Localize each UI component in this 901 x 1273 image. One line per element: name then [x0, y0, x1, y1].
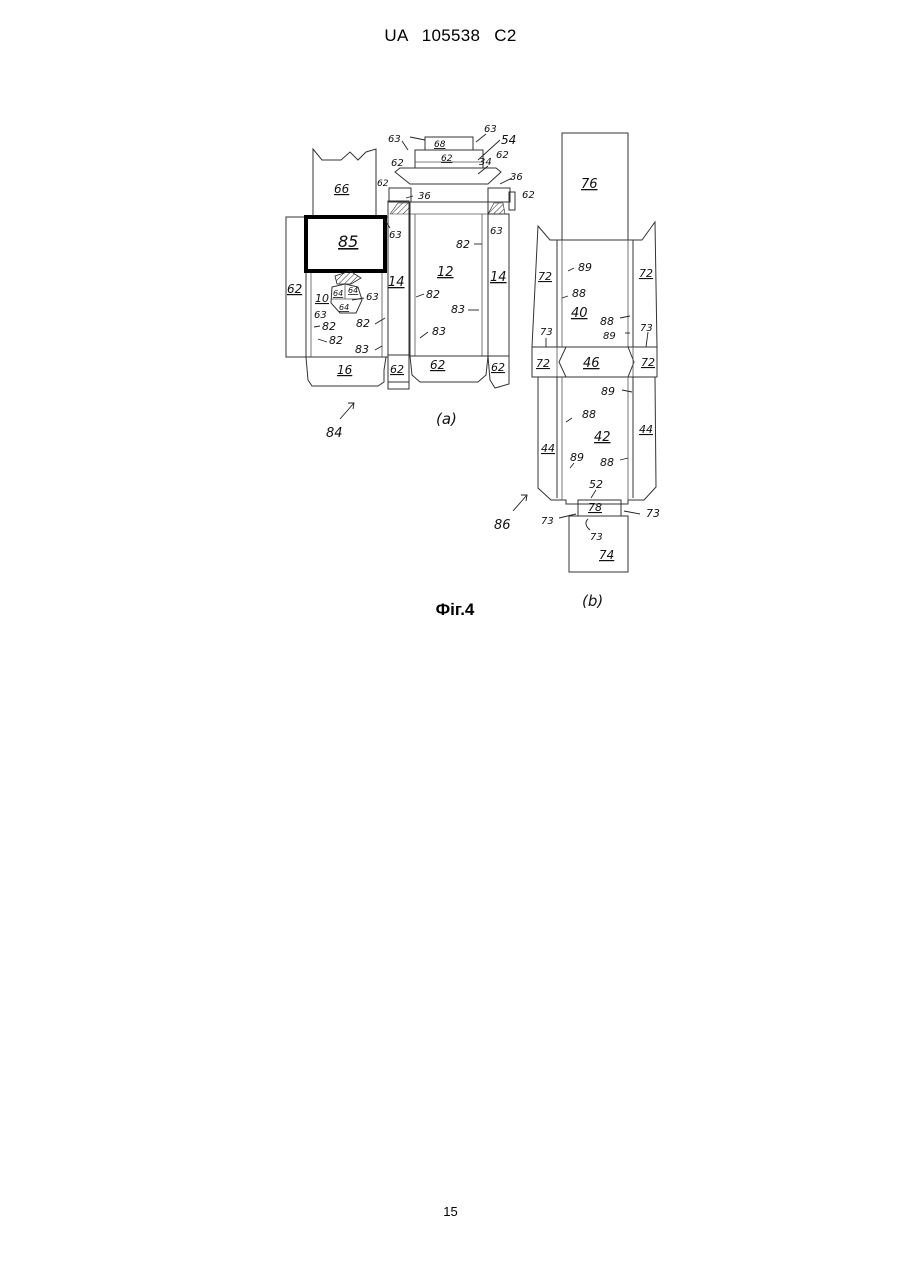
- ref-label: 72: [538, 270, 552, 283]
- ref-label: 83: [451, 303, 465, 316]
- ref-label: 62: [390, 363, 404, 376]
- arrow-label-86: 86: [494, 518, 511, 533]
- ref-label: 73: [540, 327, 553, 338]
- ref-label: 88: [572, 287, 586, 300]
- ref-label: 72: [536, 357, 550, 370]
- ref-label: 63: [388, 134, 401, 145]
- ref-label: 76: [581, 177, 598, 192]
- ref-label: 85: [338, 232, 358, 251]
- ref-label: 82: [356, 317, 370, 330]
- ref-label: 62: [441, 154, 453, 164]
- ref-label: 46: [583, 356, 600, 371]
- ref-label: 62: [391, 158, 404, 169]
- ref-label: 40: [571, 306, 588, 321]
- ref-label: 42: [594, 430, 611, 445]
- arrow-86: [513, 495, 527, 511]
- ref-label: 62: [287, 282, 302, 296]
- panel-74: [569, 516, 628, 572]
- ref-label: 14: [490, 270, 507, 285]
- ref-label: 74: [599, 548, 614, 562]
- panel-68: [425, 137, 473, 150]
- ref-label: 82: [456, 238, 470, 251]
- ref-label: 83: [355, 343, 369, 356]
- ref-label: 78: [588, 501, 602, 514]
- ref-label: 88: [600, 456, 614, 469]
- ref-label: 89: [603, 331, 616, 342]
- ref-label: 64: [333, 289, 343, 298]
- ref-label: 62: [377, 179, 389, 189]
- hatched-corner-left: [390, 203, 410, 214]
- ref-label: 36: [510, 172, 523, 183]
- ref-label: 88: [600, 315, 614, 328]
- ref-label: 89: [570, 451, 584, 464]
- figure-caption: Фіг.4: [410, 600, 500, 620]
- top-flap-62: [395, 168, 501, 184]
- page-number: 15: [0, 1204, 901, 1219]
- ref-label: 82: [329, 334, 343, 347]
- part-b-label: (b): [582, 592, 603, 610]
- ref-label: 66: [334, 182, 350, 196]
- reference-labels-a: 63 68 63 54 62 62 34 62 36 62 36 62 66 8…: [287, 124, 535, 441]
- ref-label: 36: [418, 191, 431, 202]
- ref-label: 83: [432, 325, 446, 338]
- ref-label: 54: [501, 133, 516, 147]
- ref-label: 44: [541, 442, 555, 455]
- reference-labels-b: 76 72 89 72 88 40 88 73 89 73 72 46 72 8…: [494, 177, 660, 610]
- arrow-label-84: 84: [326, 426, 343, 441]
- ref-label: 73: [590, 532, 603, 543]
- ref-label: 62: [430, 358, 445, 372]
- ref-label: 63: [366, 292, 379, 303]
- ref-label: 10: [315, 292, 329, 305]
- ref-label: 89: [578, 261, 592, 274]
- ref-label: 64: [348, 286, 358, 295]
- arrow-84: [340, 403, 354, 419]
- ref-label: 34: [479, 157, 492, 168]
- ref-label: 63: [490, 226, 503, 237]
- ref-label: 82: [322, 320, 336, 333]
- hatched-corner-right: [488, 203, 505, 214]
- ref-label: 52: [589, 478, 603, 491]
- ref-label: 73: [646, 507, 660, 520]
- ref-label: 63: [389, 230, 402, 241]
- part-a-label: (a): [436, 410, 457, 428]
- ref-label: 88: [582, 408, 596, 421]
- ref-label: 12: [437, 265, 454, 280]
- ref-label: 62: [491, 361, 505, 374]
- ref-label: 72: [639, 267, 653, 280]
- ref-label: 89: [601, 385, 615, 398]
- ref-label: 73: [541, 516, 554, 527]
- ref-label: 62: [496, 150, 509, 161]
- ref-label: 64: [339, 303, 349, 312]
- ref-label: 68: [434, 140, 446, 150]
- ref-label: 14: [388, 275, 405, 290]
- ref-label: 16: [337, 363, 353, 377]
- ref-label: 72: [641, 356, 655, 369]
- ref-label: 73: [640, 323, 653, 334]
- ref-label: 63: [484, 124, 497, 135]
- ref-label: 44: [639, 423, 653, 436]
- flap-62-bottom: [410, 356, 488, 382]
- ref-label: 62: [522, 190, 535, 201]
- ref-label: 82: [426, 288, 440, 301]
